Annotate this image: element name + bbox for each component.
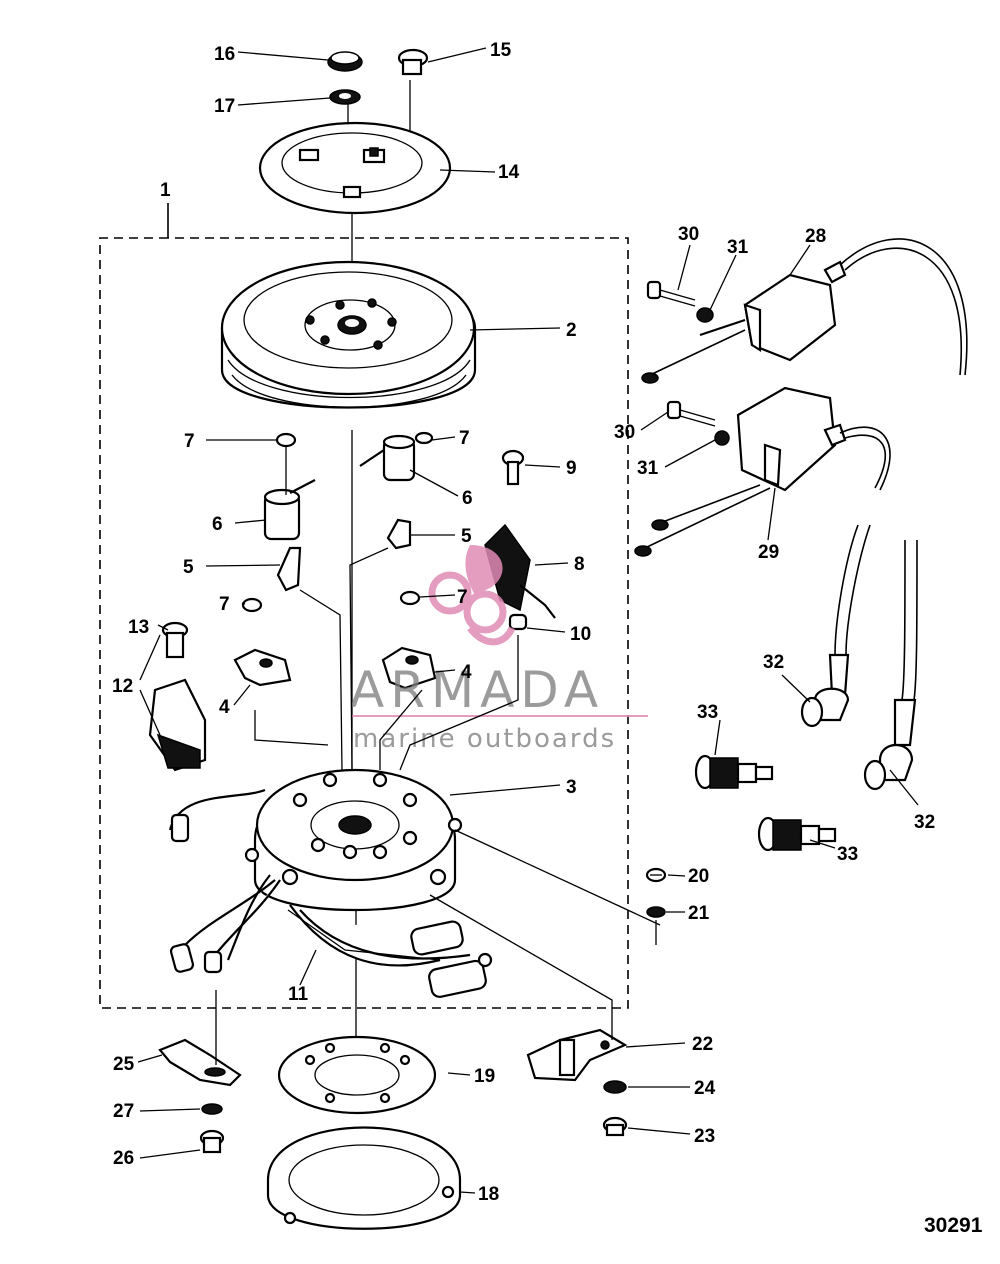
- callout-labels: 1 2 3 4 4 5 5 6 6 7 7 7 7 8 9 10 11 12 1…: [112, 40, 935, 1205]
- retainer-plate: [258, 121, 452, 215]
- washer-part: [329, 89, 361, 105]
- flywheel: [220, 260, 477, 409]
- callout-8: 8: [574, 554, 585, 575]
- watermark: ARMADA marine outboards: [350, 545, 648, 754]
- retainer-ring-19: [277, 1035, 437, 1115]
- assembly-boundary: [99, 203, 629, 1009]
- washer-21: [646, 906, 666, 918]
- callout-19: 19: [474, 1066, 495, 1087]
- callout-13: 13: [128, 617, 149, 638]
- callout-4-left: 4: [219, 697, 230, 718]
- callout-2: 2: [566, 320, 577, 341]
- callout-16: 16: [214, 44, 235, 65]
- callout-7-b: 7: [459, 428, 470, 449]
- watermark-logo-icon: [428, 545, 516, 646]
- bolt-30-top: [646, 280, 696, 307]
- watermark-tagline: marine outboards: [353, 724, 616, 754]
- callout-21: 21: [688, 903, 710, 924]
- callout-7-a: 7: [184, 431, 195, 452]
- stator-base-plate: [244, 768, 463, 911]
- callout-32-left: 32: [763, 652, 784, 673]
- callout-22: 22: [692, 1034, 713, 1055]
- callout-4-right: 4: [461, 662, 472, 683]
- bracket-25: [158, 1038, 242, 1087]
- wiring-harness: [168, 788, 493, 998]
- screw-23: [602, 1116, 628, 1137]
- callout-25: 25: [113, 1054, 135, 1075]
- bracket-22: [526, 1028, 628, 1082]
- callout-7-d: 7: [457, 587, 468, 608]
- callout-5-left: 5: [183, 557, 194, 578]
- callout-33-right: 33: [837, 844, 858, 865]
- sensor-coil-right: [359, 431, 434, 482]
- ignition-coil-top: [641, 238, 968, 384]
- callout-9: 9: [566, 458, 577, 479]
- clip-right: [386, 518, 412, 550]
- screw-20: [645, 867, 667, 883]
- screw-part: [397, 48, 429, 76]
- callout-29: 29: [758, 542, 779, 563]
- spark-plug-left: [694, 754, 774, 790]
- nut-part: [327, 51, 363, 72]
- washer-31-bottom: [714, 430, 730, 446]
- callout-11: 11: [288, 984, 309, 1005]
- callout-1: 1: [160, 180, 171, 201]
- callout-10: 10: [570, 624, 591, 645]
- callout-18: 18: [478, 1184, 499, 1205]
- housing-ring-18: [266, 1126, 462, 1230]
- callout-23: 23: [694, 1126, 715, 1147]
- callout-15: 15: [490, 40, 512, 61]
- callout-17: 17: [214, 96, 235, 117]
- callout-24: 24: [694, 1078, 716, 1099]
- washer-27: [201, 1103, 223, 1115]
- callout-26: 26: [113, 1148, 134, 1169]
- callout-3: 3: [566, 777, 577, 798]
- callout-32-right: 32: [914, 812, 935, 833]
- washer-24: [603, 1080, 627, 1094]
- bracket-left: [233, 597, 292, 687]
- callout-31-bottom: 31: [637, 458, 659, 479]
- spark-plug-lead-left: [800, 524, 871, 728]
- clip-left: [276, 546, 302, 592]
- callout-33-left: 33: [697, 702, 718, 723]
- callout-6-left: 6: [212, 514, 223, 535]
- callout-31-top: 31: [727, 237, 749, 258]
- figure-number: 30291: [924, 1214, 983, 1237]
- spark-plug-right: [757, 816, 837, 852]
- bracket-right: [381, 590, 437, 690]
- callout-27: 27: [113, 1101, 134, 1122]
- callout-28: 28: [805, 226, 826, 247]
- washer-31-top: [696, 307, 714, 323]
- callout-7-c: 7: [219, 594, 230, 615]
- ignition-coil-bottom: [634, 386, 891, 557]
- switch-assembly: [484, 449, 556, 631]
- callout-leaders: [137, 47, 919, 1194]
- sensor-coil-left: [263, 432, 316, 541]
- callout-12: 12: [112, 676, 133, 697]
- spark-plug-lead-right: [863, 539, 918, 791]
- bolt-30-bottom: [666, 400, 716, 427]
- callout-30-bottom: 30: [614, 422, 635, 443]
- callout-5-right: 5: [461, 526, 472, 547]
- callout-14: 14: [498, 162, 520, 183]
- watermark-brand: ARMADA: [350, 661, 604, 719]
- callout-6-right: 6: [462, 488, 473, 509]
- screw-26: [199, 1129, 225, 1154]
- callout-30-top: 30: [678, 224, 699, 245]
- trigger-module: [148, 621, 207, 843]
- callout-20: 20: [688, 866, 709, 887]
